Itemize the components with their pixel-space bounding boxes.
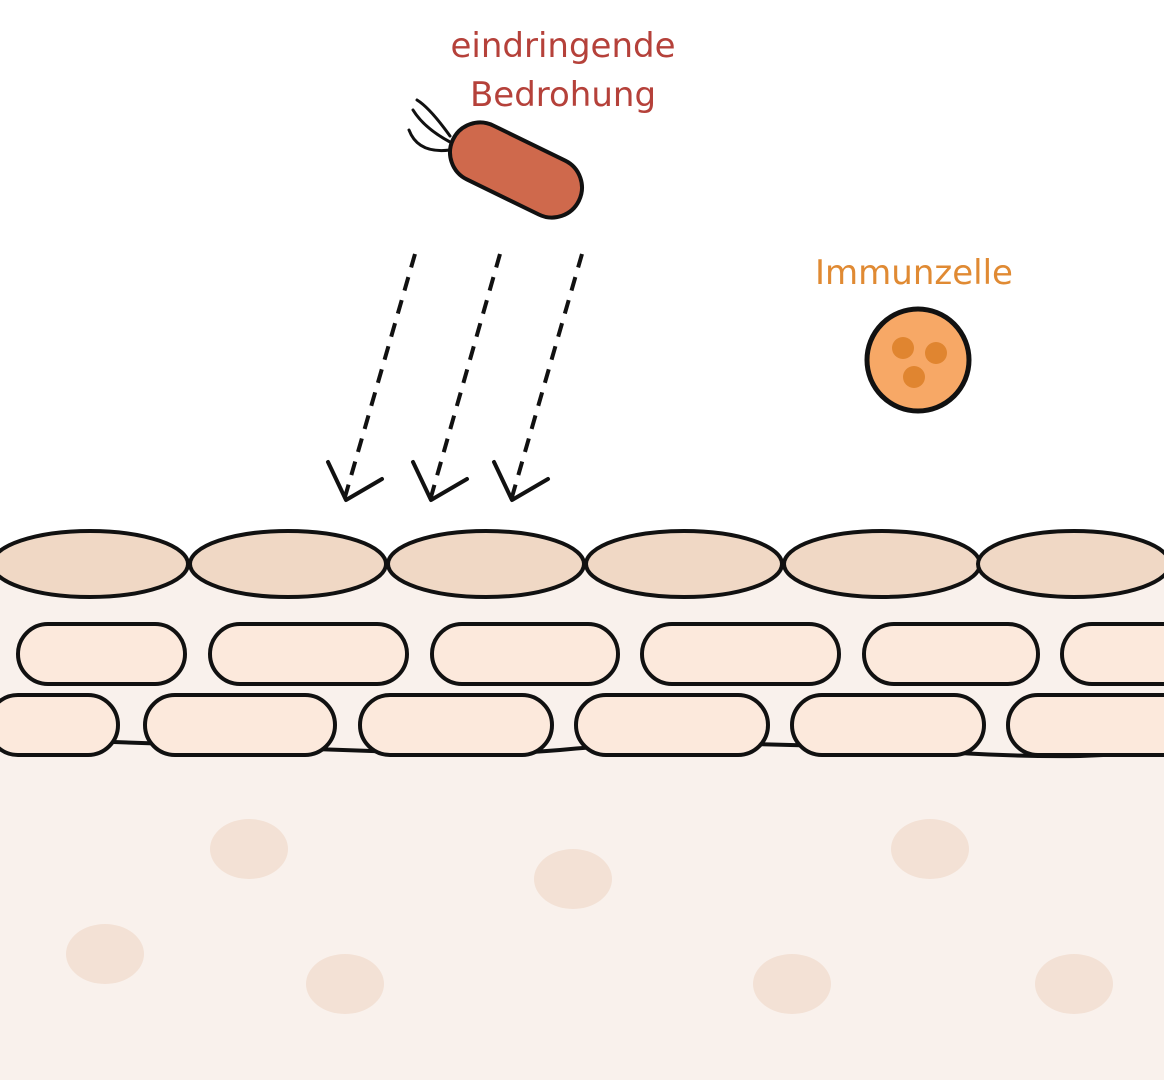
tissue-spot: [210, 819, 288, 879]
tissue-spot: [66, 924, 144, 984]
threat-label-line2: Bedrohung: [470, 75, 656, 115]
dashed-arrow-down-icon: [326, 253, 417, 502]
inner-cell: [1006, 693, 1164, 757]
tissue-spot: [1035, 954, 1113, 1014]
tissue-spot: [534, 849, 612, 909]
immune-granule: [903, 366, 925, 388]
round-cell-with-granules-icon: [864, 306, 972, 414]
dashed-arrow-down-icon: [492, 253, 584, 502]
inner-cell: [16, 622, 187, 686]
tissue-spot: [891, 819, 969, 879]
rod-bacterium-with-flagella-icon: [407, 98, 584, 220]
tissue-spots: [66, 819, 1113, 1014]
inner-cell: [640, 622, 841, 686]
immune-cell-body: [864, 306, 972, 414]
invasion-arrows: [326, 253, 584, 502]
surface-cell: [782, 529, 982, 599]
inner-cell-row-lower: [0, 693, 1164, 757]
threat-label-line1: eindringende: [450, 26, 675, 66]
immune-cell-label: Immunzelle: [815, 253, 1013, 293]
inner-cell: [208, 622, 409, 686]
dashed-arrow-down-icon: [411, 253, 502, 502]
inner-cell: [1060, 622, 1164, 686]
immune-granule: [925, 342, 947, 364]
inner-cell: [0, 693, 120, 757]
inner-cell: [358, 693, 554, 757]
tissue-spot: [306, 954, 384, 1014]
tissue-spot: [753, 954, 831, 1014]
inner-cell: [790, 693, 986, 757]
bacterium-body: [448, 120, 584, 220]
surface-cell: [976, 529, 1164, 599]
inner-cell: [862, 622, 1040, 686]
surface-cell: [386, 529, 586, 599]
inner-cell-row-upper: [16, 622, 1164, 686]
inner-cell: [574, 693, 770, 757]
surface-cell: [188, 529, 388, 599]
immune-granule: [892, 337, 914, 359]
surface-cell-layer: [0, 529, 1164, 599]
inner-cell: [430, 622, 620, 686]
inner-cell: [143, 693, 337, 757]
surface-cell: [584, 529, 784, 599]
surface-cell: [0, 529, 190, 599]
